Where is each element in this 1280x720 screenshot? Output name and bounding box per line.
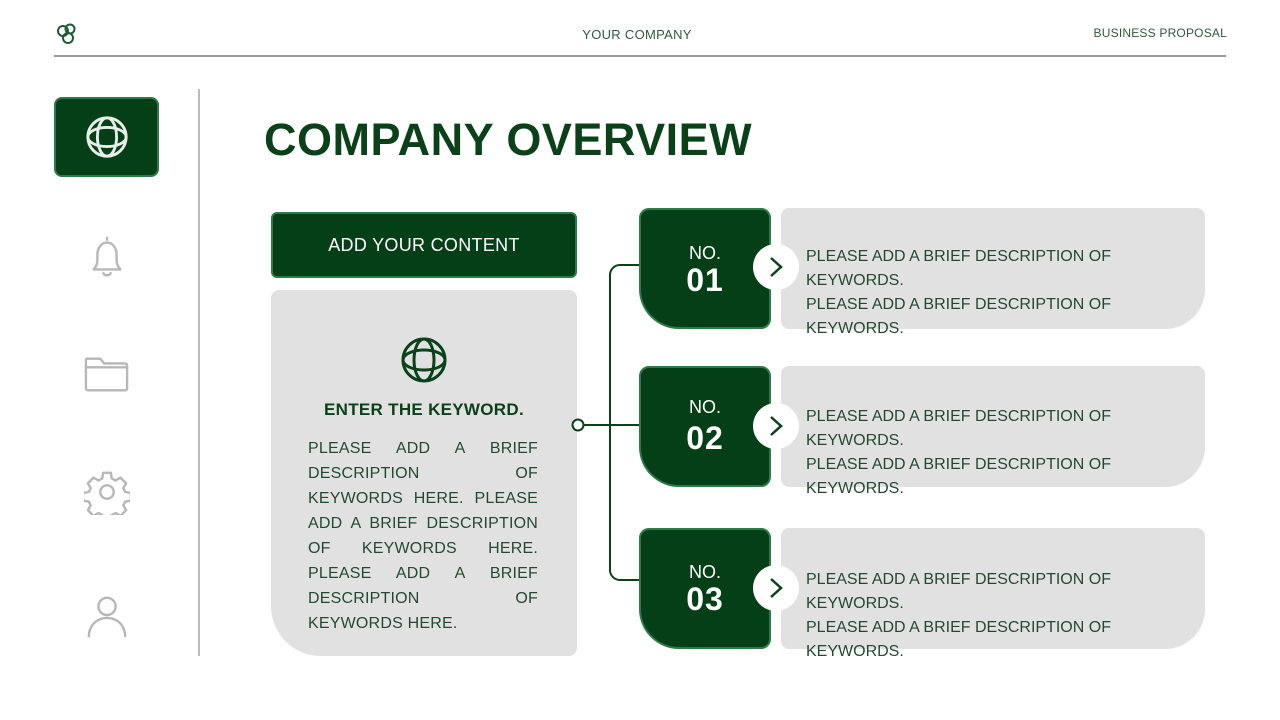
number-badge-01: NO. 01 <box>639 208 771 329</box>
keyword-card: ENTER THE KEYWORD. PLEASE ADD A BRIEF DE… <box>271 290 577 656</box>
description-line: PLEASE ADD A BRIEF DESCRIPTION OF KEYWOR… <box>806 619 1111 660</box>
globe-icon <box>401 337 447 383</box>
sidebar-item-files[interactable] <box>54 334 159 414</box>
description-line: PLEASE ADD A BRIEF DESCRIPTION OF KEYWOR… <box>806 456 1111 497</box>
folder-icon <box>84 357 128 392</box>
item-01-arrow[interactable] <box>753 244 799 290</box>
item-02-description-card: PLEASE ADD A BRIEF DESCRIPTION OF KEYWOR… <box>781 366 1205 497</box>
company-name: YOUR COMPANY <box>582 27 692 42</box>
chevron-right-icon <box>770 257 783 277</box>
header-divider <box>54 55 1226 57</box>
number-value: 03 <box>686 581 724 617</box>
sidebar-item-profile[interactable] <box>54 576 159 656</box>
number-badge-02: NO. 02 <box>639 366 771 487</box>
number-prefix: NO. <box>688 243 721 263</box>
chevron-right-icon <box>770 578 783 598</box>
number-badge-03: NO. 03 <box>639 528 771 649</box>
description-line: PLEASE ADD A BRIEF DESCRIPTION OF KEYWOR… <box>806 296 1111 337</box>
sidebar-item-notifications[interactable] <box>54 216 159 296</box>
description-line: PLEASE ADD A BRIEF DESCRIPTION OF KEYWOR… <box>806 571 1111 612</box>
keyword-title: ENTER THE KEYWORD. <box>324 400 524 419</box>
user-icon <box>87 596 126 638</box>
document-type-label: BUSINESS PROPOSAL <box>1093 26 1227 40</box>
item-03-arrow[interactable] <box>753 565 799 611</box>
description-line: PLEASE ADD A BRIEF DESCRIPTION OF KEYWOR… <box>806 408 1111 449</box>
item-03-description-card: PLEASE ADD A BRIEF DESCRIPTION OF KEYWOR… <box>781 528 1205 660</box>
number-prefix: NO. <box>688 562 721 582</box>
item-01-description-card: PLEASE ADD A BRIEF DESCRIPTION OF KEYWOR… <box>781 208 1205 337</box>
sidebar-divider <box>198 89 200 656</box>
number-value: 02 <box>686 420 724 456</box>
logo-icon <box>57 23 76 44</box>
page-title: COMPANY OVERVIEW <box>264 114 753 165</box>
sidebar-item-settings[interactable] <box>54 452 159 532</box>
keyword-description: PLEASE ADD A BRIEF DESCRIPTION OF KEYWOR… <box>308 440 538 632</box>
number-prefix: NO. <box>688 397 721 417</box>
globe-icon <box>85 116 128 158</box>
add-content-button[interactable]: ADD YOUR CONTENT <box>271 212 577 278</box>
gear-icon <box>83 471 130 515</box>
chevron-right-icon <box>770 416 783 436</box>
sidebar-item-globe[interactable] <box>54 97 159 177</box>
description-line: PLEASE ADD A BRIEF DESCRIPTION OF KEYWOR… <box>806 248 1111 289</box>
item-02-arrow[interactable] <box>753 403 799 449</box>
connector-lines <box>571 264 642 581</box>
bell-icon <box>91 236 122 277</box>
number-value: 01 <box>686 262 724 298</box>
